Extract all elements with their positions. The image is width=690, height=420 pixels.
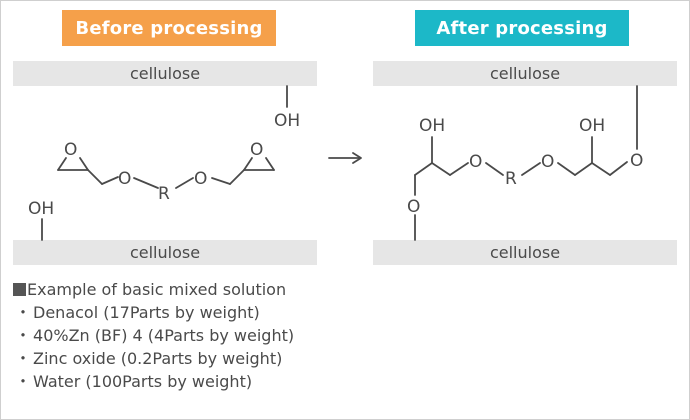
ether-oxygen-right-before: O [194,169,207,189]
hydroxyl-top-before: OH [274,111,300,131]
cellulose-bar-after-top: cellulose [373,61,677,86]
example-mixed-solution: Example of basic mixed solution ・Denacol… [13,278,294,393]
cellulose-bar-before-bottom: cellulose [13,240,317,265]
ether-oxygen-left-before: O [118,169,131,189]
bullet-dot: ・ [15,303,32,322]
bond [609,161,628,176]
before-processing-badge: Before processing [62,10,276,46]
list-item-text: 40%Zn (BF) 4 (4Parts by weight) [33,326,295,345]
example-title: Example of basic mixed solution [13,278,294,301]
ether-oxygen-left-after: O [469,152,482,172]
bond [431,162,451,176]
bond [133,177,159,189]
bond [485,162,504,176]
ether-oxygen-top-after: O [630,151,643,171]
square-bullet-icon [13,283,26,296]
ether-oxygen-right-after: O [541,152,554,172]
bond [449,162,469,176]
bullet-dot: ・ [15,326,32,345]
bond [591,162,611,176]
cellulose-bar-after-bottom: cellulose [373,240,677,265]
bond [574,162,593,176]
bond [101,176,119,185]
bond [229,169,245,185]
epoxide-left [57,157,89,171]
epoxide-left-oxygen: O [64,140,77,160]
list-item-text: Denacol (17Parts by weight) [33,303,260,322]
hydroxyl-left-after: OH [419,116,445,136]
process-arrow [328,152,362,164]
r-group-after: R [505,169,517,189]
list-item: ・40%Zn (BF) 4 (4Parts by weight) [13,324,294,347]
bullet-dot: ・ [15,349,32,368]
bond [211,177,231,185]
after-processing-badge: After processing [415,10,629,46]
hydroxyl-bottom-before: OH [28,199,54,219]
ether-oxygen-bottom-after: O [407,197,420,217]
bond [521,162,541,176]
epoxide-right [243,157,275,171]
bond [87,169,103,185]
epoxide-right-oxygen: O [250,140,263,160]
bond [557,162,576,176]
bond [175,177,194,189]
list-item: ・Zinc oxide (0.2Parts by weight) [13,347,294,370]
cellulose-bar-before-top: cellulose [13,61,317,86]
list-item: ・Water (100Parts by weight) [13,370,294,393]
hydroxyl-right-after: OH [579,116,605,136]
list-item: ・Denacol (17Parts by weight) [13,301,294,324]
bullet-dot: ・ [15,372,32,391]
bond [414,162,433,176]
list-item-text: Zinc oxide (0.2Parts by weight) [33,349,283,368]
list-item-text: Water (100Parts by weight) [33,372,253,391]
r-group-before: R [158,184,170,204]
